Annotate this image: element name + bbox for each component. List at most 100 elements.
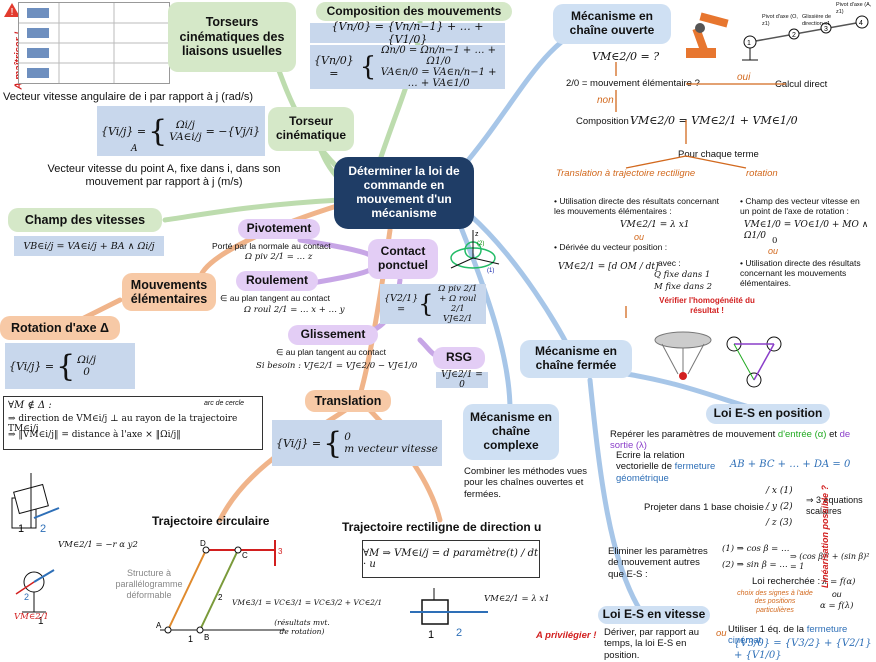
translation-node[interactable]: Translation [305,390,391,412]
rsg-formula: VJ∈2/1 = 0 [436,370,488,390]
translation-formula-velocity: m vecteur vitesse [344,443,438,455]
rotation-note-box: ∀M ∉ Δ : arc de cercle ⇒ direction de VM… [3,396,263,450]
champ-vitesses-formula: VB∈i/j = VA∈i/j + BA ∧ Ωi/j [14,236,164,256]
contact-ponctuel-node[interactable]: Contact ponctuel [368,239,438,279]
torseur-formula-omega: Ωi/j [175,119,195,131]
trajectoire-rectiligne-title: Trajectoire rectiligne de direction u [342,520,542,534]
contact-formula-velocity: VJ∈2/1 [443,314,473,324]
chaine-complexe-desc: Combiner les méthodes vues pour les chaî… [464,466,588,500]
champ-vitesses-node[interactable]: Champ des vitesses [8,208,162,232]
trajectoire-rectiligne-formula-rhs: VM∈2/1 = λ x1 [484,594,550,604]
translation-formula: {Vi/j} = { 0 m vecteur vitesse [272,420,442,466]
rotation-formula-zero: 0 [83,366,90,378]
contact-formula-omega: Ω piv 2/1 + Ω roul 2/1 [438,284,478,314]
loi-vitesse-node[interactable]: Loi E-S en vitesse [598,606,710,624]
mouvements-elementaires-node[interactable]: Mouvements élémentaires [122,273,216,311]
svg-text:D: D [200,539,206,548]
verifier-homogeneite: Vérifier l'homogénéité du résultat ! [659,296,755,315]
ouverte-non: non [597,95,614,106]
svg-text:!: ! [10,7,14,18]
rotation-item-2: • Utilisation directe des résultats conc… [740,258,861,289]
position-step-2-link[interactable]: fermeture géométrique [616,461,716,484]
svg-text:2: 2 [456,627,462,639]
roulement-desc: ∈ au plan tangent au contact [220,293,330,303]
chaine-complexe-node[interactable]: Mécanisme en chaîne complexe [463,404,559,460]
translation-formula-lhs: {Vi/j} = [276,436,322,450]
rsg-node[interactable]: RSG [433,347,485,369]
ouverte-oui: oui [737,72,751,83]
trajectoire-circulaire-formula-sub: (résultats mvt. de rotation) [274,618,330,636]
open-chain-label-2: Glissière de direction x1 [802,14,832,27]
svg-text:(2): (2) [477,241,484,247]
torseur-formula-lhs: {Vi/j} = [101,124,147,138]
glissement-node[interactable]: Glissement [288,325,378,345]
composition-formula-omega: Ωn/0 = Ωn/n−1 + … + Ω1/0 [381,45,497,67]
rotation-item-1: • Champ des vecteur vitesse en un point … [740,196,860,217]
rotation-axe-node[interactable]: Rotation d'axe Δ [0,316,120,340]
svg-text:2: 2 [24,592,29,602]
vecteur-vitesse-point-label: Vecteur vitesse du point A, fixe dans i,… [47,163,281,189]
position-step-1-et: et [829,429,837,440]
svg-text:z: z [475,231,479,238]
rotation-ou: ou [768,246,779,256]
rotation-note-3: ⇒ ‖VM∈i/j‖ = distance à l'axe × ‖Ωi/j‖ [8,430,181,440]
ouverte-question: VM∈2/0 = ? [592,50,660,63]
vitesse-alt-link[interactable]: fermeture cinémat. [728,624,848,647]
vitesse-formula: {V3/0} = {V3/2} + {V2/1} + {V1/0} [734,638,872,661]
translation-item-2: • Dérivée du vecteur position : [554,242,668,252]
torseur-cinematique-node[interactable]: Torseur cinématique [268,107,354,151]
vitesse-alt: Utiliser 1 éq. de la fermeture cinémat. [728,624,876,647]
torseur-formula-point: A [131,144,138,154]
svg-text:C: C [242,551,248,560]
svg-text:2: 2 [792,32,796,39]
position-step-4-result: ⇒ (cos β)² + (sin β)² = 1 [790,552,870,571]
torseur-formula-rhs: = −{Vj/i} [205,124,261,138]
warning-icon: ! [3,2,21,18]
position-step-1-sortie: de sortie (λ) [610,429,851,452]
svg-text:1: 1 [428,629,434,641]
rotation-item-1-zero: 0 [772,236,778,246]
position-step-1: Repérer les paramètres de mouvement d'en… [610,429,876,452]
position-step-4-formula-2: (2) ⇒ sin β = … [722,560,788,570]
torseurs-usuels-node[interactable]: Torseurs cinématiques des liaisons usuel… [168,2,296,72]
chaine-ouverte-node[interactable]: Mécanisme en chaîne ouverte [553,4,671,44]
position-step-4-formula-1: (1) ⇒ cos β = … [722,544,790,554]
robot-arm-image [676,2,736,62]
pivotement-node[interactable]: Pivotement [238,219,320,239]
left-rotation-formula-2: VM∈2/1 [14,612,49,622]
contact-axes-icon: z (2) (1) [445,228,501,278]
trajectoire-circulaire-note: Structure à parallélogramme déformable [115,568,183,600]
vitesse-text: Dériver, par rapport au temps, la loi E-… [604,627,700,661]
center-title-node[interactable]: Déterminer la loi de commande en mouveme… [334,157,474,229]
ouverte-arrows [615,62,786,318]
open-chain-label-3: Pivot d'axe (A, z1) [836,2,872,15]
loi-position-node[interactable]: Loi E-S en position [706,404,830,424]
torseur-formula-velocity: VA∈i/j [169,131,202,143]
rotation-note-1: ∀M ∉ Δ : [8,400,52,411]
chaine-fermee-node[interactable]: Mécanisme en chaîne fermée [520,340,632,378]
pivotement-desc: Porté par la normale au contact [212,241,331,251]
composition-formula-2: {Vn/0} = { Ωn/0 = Ωn/n−1 + … + Ω1/0 VA∈n… [310,45,505,89]
translation-item-2-formula: VM∈2/1 = [d OM / dt] [558,262,659,272]
trajectoire-rectiligne-formula: ∀M ⇒ VM∈i/j = d paramètre(t) / dt · u [363,548,539,570]
svg-text:A: A [156,621,162,630]
roulement-node[interactable]: Roulement [236,271,318,291]
position-step-3: Projeter dans 1 base choisie : [644,502,770,513]
rotation-note-2: ⇒ direction de VM∈i/j ⊥ au rayon de la t… [8,414,238,434]
trajectoire-rectiligne-formula-box: ∀M ⇒ VM∈i/j = d paramètre(t) / dt · u [362,540,540,578]
svg-text:(1): (1) [487,268,494,274]
roulement-formula: Ω roul 2/1 = … x + … y [244,305,345,315]
composition-formula-velocity: VA∈n/0 = VA∈n/n−1 + … + VA∈1/0 [380,67,497,89]
svg-text:B: B [204,633,209,642]
torseur-formula: {Vi/j} = { Ωi/j VA∈i/j = −{Vj/i} A [97,106,265,156]
trajectoire-circulaire-title: Trajectoire circulaire [152,514,270,528]
trajectoire-circulaire-formula: VM∈3/1 = VC∈3/1 = VC∈3/2 + VC∈2/1 [232,598,383,607]
glissement-desc: ∈ au plan tangent au contact [276,347,386,357]
composition-node[interactable]: Composition des mouvements [316,2,512,21]
composition-formula-1: {Vn/0} = {Vn/n−1} + … + {V1/0} [310,20,505,46]
closed-chain-diagram [720,330,800,390]
contact-formula-lhs: {V2/1} = [384,293,419,315]
